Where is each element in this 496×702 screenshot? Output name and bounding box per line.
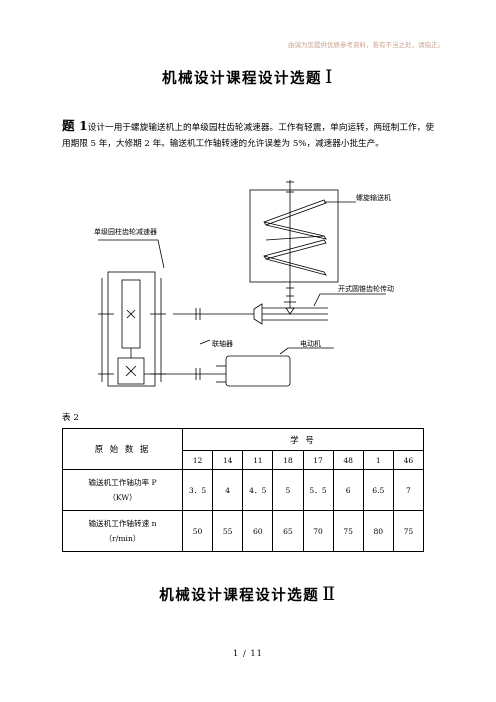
table-cell: 70 <box>302 510 334 552</box>
table-cell: 50 <box>181 510 214 552</box>
electric-motor <box>225 355 291 387</box>
problem-paragraph: 题 1设计一用于螺旋输送机上的单级园柱齿轮减速器。工作有轻震，单向运转，两班制工… <box>62 118 434 152</box>
label-motor: 电动机 <box>300 339 321 348</box>
row-label-line2: （r/min） <box>104 534 141 543</box>
table-caption: 表 2 <box>62 413 79 423</box>
table-cell: 60 <box>242 510 274 552</box>
screw-conveyor-housing <box>249 189 339 283</box>
page-number: 1 / 11 <box>233 648 263 658</box>
label-coupling: 联轴器 <box>212 339 233 348</box>
student-id-header: 学 号 <box>182 428 424 451</box>
title-text: 机械设计课程设计选题 <box>159 587 320 604</box>
student-id-cell: 46 <box>392 450 425 470</box>
row-label-line1: 输送机工作轴功率 P <box>88 478 157 487</box>
row-label: 输送机工作轴功率 P （KW） <box>62 469 183 511</box>
table-cell: 7 <box>392 469 425 511</box>
problem-text: 设计一用于螺旋输送机上的单级园柱齿轮减速器。工作有轻震，单向运转，两班制工作，使… <box>62 123 434 149</box>
label-reducer: 单级园柱齿轮减速器 <box>94 227 157 236</box>
table-cell: 6.5 <box>362 469 394 511</box>
row-label-line1: 输送机工作轴转速 n <box>88 519 157 528</box>
student-id-cell: 1 <box>362 450 394 470</box>
student-id-cell: 12 <box>181 450 214 470</box>
table-cell: 3．5 <box>181 469 214 511</box>
transmission-diagram: 单级园柱齿轮减速器 螺旋输送机 开式圆锥齿轮传动 联轴器 电动机 <box>94 180 394 387</box>
table-cell: 65 <box>272 510 304 552</box>
reducer-housing <box>107 271 156 387</box>
label-screw-conveyor: 螺旋输送机 <box>356 193 391 202</box>
student-id-cell: 14 <box>212 450 244 470</box>
title-roman-numeral: Ⅰ <box>324 66 334 88</box>
table-cell: 80 <box>362 510 394 552</box>
title-text: 机械设计课程设计选题 <box>161 70 322 87</box>
student-id-cell: 17 <box>302 450 334 470</box>
row-header-cell: 原 始 数 据 <box>62 428 183 470</box>
student-id-cell: 11 <box>242 450 274 470</box>
title-roman-numeral: Ⅱ <box>322 583 337 605</box>
row-label: 输送机工作轴转速 n （r/min） <box>62 510 183 552</box>
screw-flight <box>263 199 327 276</box>
label-bevel-gear: 开式圆锥齿轮传动 <box>338 284 394 293</box>
table-cell: 4 <box>212 469 244 511</box>
table-cell: 5 <box>272 469 304 511</box>
table-cell: 5．5 <box>302 469 334 511</box>
table-cell: 75 <box>392 510 425 552</box>
student-id-cell: 18 <box>272 450 304 470</box>
table-cell: 75 <box>332 510 364 552</box>
problem-label: 题 1 <box>62 118 88 133</box>
header-watermark: 由诚为您提供优质参考资料，若有不当之处，请指正。 <box>288 41 444 49</box>
row-label-line2: （KW） <box>108 493 137 502</box>
student-id-cell: 48 <box>332 450 364 470</box>
table-cell: 6 <box>332 469 364 511</box>
bevel-gear <box>253 301 328 325</box>
table-cell: 4．5 <box>242 469 274 511</box>
table-cell: 55 <box>212 510 244 552</box>
